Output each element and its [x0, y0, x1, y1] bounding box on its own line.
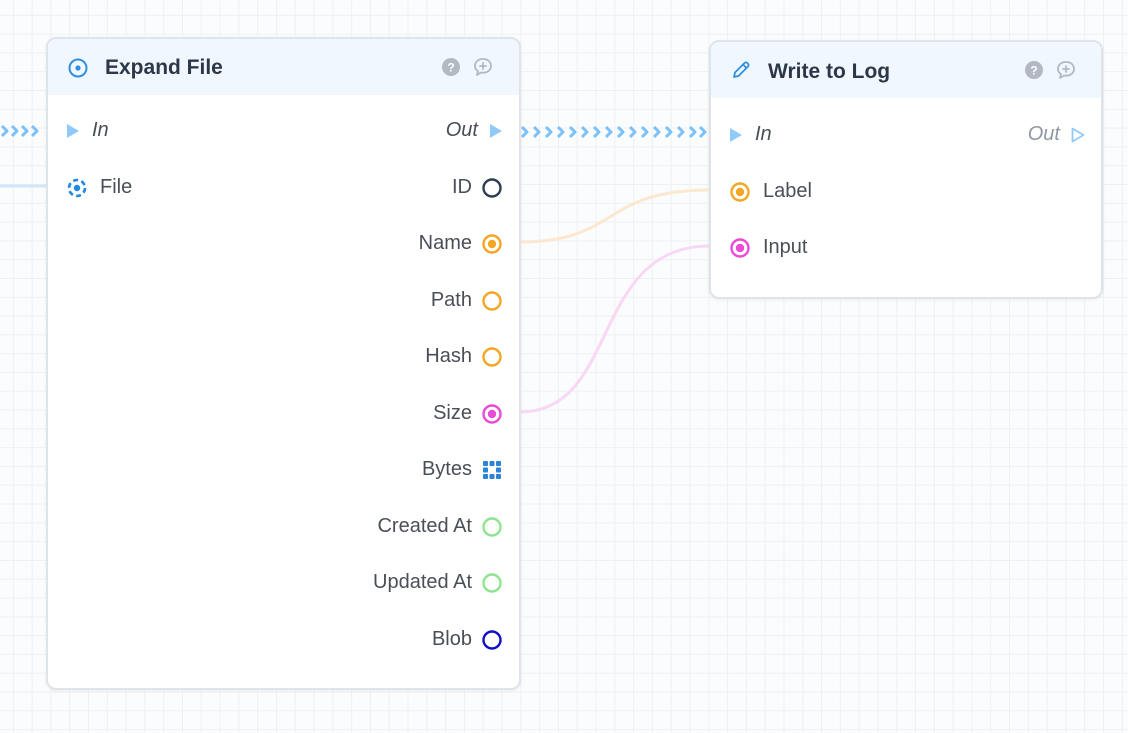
write-to-log-header[interactable]: Write to Log ? [711, 42, 1101, 98]
size-pin-icon[interactable] [481, 403, 503, 425]
id-output-label: ID [452, 176, 472, 198]
exec-out-pin-icon[interactable] [489, 123, 503, 139]
created-at-pin-icon[interactable] [481, 516, 503, 538]
path-output-label: Path [430, 289, 472, 311]
exec-out-label: Out [1027, 123, 1060, 145]
name-output-label: Name [418, 232, 472, 254]
updated-at-output-port[interactable]: Updated At [283, 568, 503, 598]
bytes-grid-icon[interactable] [481, 459, 503, 481]
help-icon[interactable]: ? [1024, 60, 1044, 80]
blob-output-label: Blob [431, 628, 472, 650]
file-input-port[interactable]: File [66, 173, 216, 203]
exec-out-port[interactable]: Out [383, 116, 503, 146]
id-output-port[interactable]: ID [303, 173, 503, 203]
name-pin-icon[interactable] [481, 233, 503, 255]
help-icon[interactable]: ? [441, 57, 461, 77]
hash-pin-icon[interactable] [481, 346, 503, 368]
blob-pin-icon[interactable] [481, 629, 503, 651]
updated-at-pin-icon[interactable] [481, 572, 503, 594]
exec-in-pin-icon[interactable] [66, 123, 80, 139]
input-pin-icon[interactable] [729, 237, 751, 259]
comment-add-icon[interactable] [1055, 59, 1077, 81]
input-input-label: Input [763, 236, 808, 258]
file-input-label: File [100, 176, 133, 198]
created-at-output-label: Created At [377, 515, 472, 537]
exec-in-label: In [92, 119, 109, 141]
exec-wire-out-to-in [520, 125, 707, 139]
hash-output-port[interactable]: Hash [303, 342, 503, 372]
wire-size-to-input [519, 244, 711, 414]
svg-text:?: ? [1030, 64, 1037, 78]
path-output-port[interactable]: Path [303, 286, 503, 316]
write-to-log-node[interactable]: Write to Log ? In Out Label [709, 40, 1103, 299]
exec-in-label: In [755, 123, 772, 145]
expand-file-node[interactable]: Expand File ? In Out File ID [46, 37, 521, 690]
id-pin-icon[interactable] [481, 177, 503, 199]
created-at-output-port[interactable]: Created At [283, 512, 503, 542]
blob-output-port[interactable]: Blob [303, 625, 503, 655]
file-pin-icon[interactable] [66, 177, 88, 199]
svg-text:?: ? [447, 61, 454, 75]
bytes-output-label: Bytes [421, 458, 472, 480]
exec-wire-incoming [0, 124, 39, 138]
node-title: Expand File [105, 56, 223, 79]
hash-output-label: Hash [425, 345, 472, 367]
expand-file-header[interactable]: Expand File ? [48, 39, 519, 95]
exec-in-port[interactable]: In [66, 116, 186, 146]
comment-add-icon[interactable] [472, 56, 494, 78]
exec-out-label: Out [445, 119, 478, 141]
size-output-port[interactable]: Size [303, 399, 503, 429]
node-title: Write to Log [768, 60, 891, 83]
bytes-output-port[interactable]: Bytes [303, 455, 503, 485]
name-output-port[interactable]: Name [303, 229, 503, 259]
size-output-label: Size [433, 402, 472, 424]
updated-at-output-label: Updated At [373, 571, 472, 593]
exec-out-pin-icon[interactable] [1071, 127, 1085, 143]
label-input-port[interactable]: Label [729, 177, 879, 207]
target-icon [68, 58, 88, 78]
wire-name-to-label [519, 188, 711, 244]
exec-in-pin-icon[interactable] [729, 127, 743, 143]
label-pin-icon[interactable] [729, 181, 751, 203]
input-input-port[interactable]: Input [729, 233, 879, 263]
exec-in-port[interactable]: In [729, 120, 849, 150]
path-pin-icon[interactable] [481, 290, 503, 312]
exec-out-port[interactable]: Out [965, 120, 1085, 150]
label-input-label: Label [763, 180, 812, 202]
pencil-icon [733, 61, 750, 78]
